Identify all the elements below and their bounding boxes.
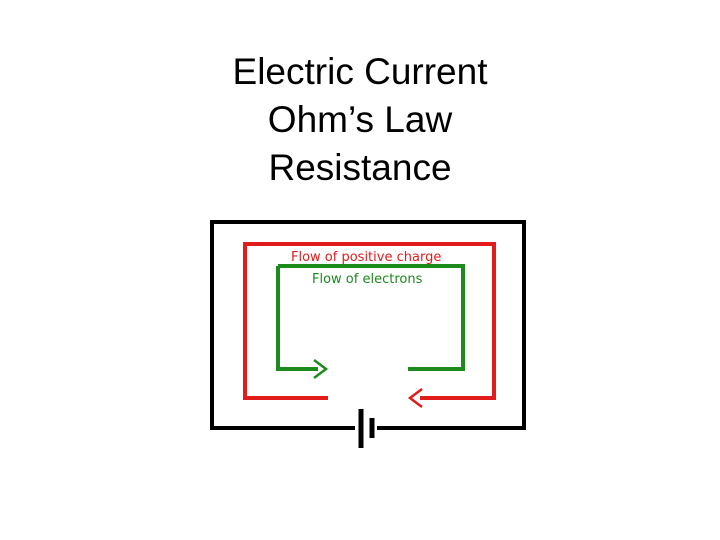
title-line-3: Resistance xyxy=(268,147,452,188)
title-line-1: Electric Current xyxy=(232,51,488,92)
positive-flow-path xyxy=(243,242,496,400)
electron-flow-label: Flow of electrons xyxy=(312,272,423,287)
title-line-2: Ohm’s Law xyxy=(267,99,453,140)
battery-icon xyxy=(358,409,375,448)
electron-flow-arrowhead-icon xyxy=(313,359,329,379)
slide-title: Electric Current Ohm’s Law Resistance xyxy=(0,48,720,192)
positive-flow-arrowhead-icon xyxy=(407,388,423,408)
positive-flow-label: Flow of positive charge xyxy=(291,250,441,265)
circuit-wire xyxy=(210,220,526,430)
electron-flow-path xyxy=(276,264,465,371)
